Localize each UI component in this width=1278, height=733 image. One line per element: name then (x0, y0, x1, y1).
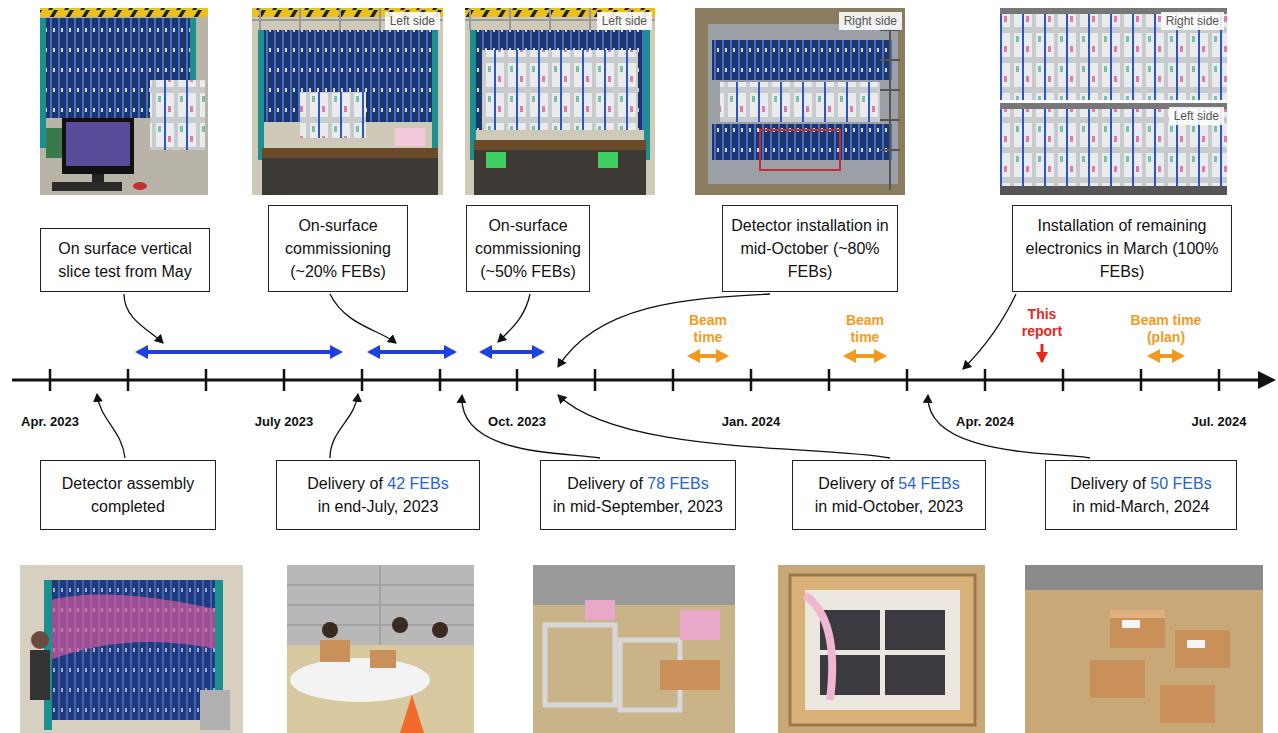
feb-count: 54 FEBs (898, 475, 959, 492)
month-label: Jul. 2024 (1192, 414, 1247, 430)
note-box: On surface vertical slice test from May (40, 228, 210, 292)
feb-count: 50 FEBs (1150, 475, 1211, 492)
box-text: Detector assembly completed (62, 475, 195, 515)
photo-tag: Left side (385, 12, 440, 30)
box-text: Delivery of (307, 475, 383, 492)
box-text: Delivery of (567, 475, 643, 492)
beam-time: Beam time (plan) (1114, 312, 1218, 346)
month-label: Jan. 2024 (722, 414, 781, 430)
photo-detector-assembly (20, 565, 243, 733)
photo-tag: Left side (597, 12, 652, 30)
month-label: Apr. 2024 (956, 414, 1014, 430)
photo-delivery-42 (287, 565, 474, 733)
note-box: Delivery of78 FEBs in mid-September, 2023 (540, 460, 736, 530)
note-box: Delivery of50 FEBs in mid-March, 2024 (1045, 460, 1237, 530)
note-box: On-surface commissioning (~50% FEBs) (466, 205, 590, 292)
box-text: On surface vertical slice test from May (58, 240, 191, 280)
note-box: On-surface commissioning (~20% FEBs) (268, 205, 408, 292)
photo-delivery-50 (1025, 565, 1263, 733)
pointer-arrows (97, 294, 1090, 458)
photo-remaining-electronics (1000, 8, 1227, 195)
photo-delivery-78 (533, 565, 735, 733)
photo-delivery-54 (778, 565, 985, 733)
month-label: Apr. 2023 (21, 414, 79, 430)
note-box: Delivery of42 FEBs in end-July, 2023 (276, 460, 480, 530)
box-text: in mid-October, 2023 (799, 495, 979, 518)
photo-slice-test (40, 8, 208, 195)
feb-count: 42 FEBs (387, 475, 448, 492)
box-text: in mid-March, 2024 (1052, 495, 1230, 518)
period-arrows (138, 344, 1182, 362)
note-box: Installation of remaining electronics in… (1012, 205, 1232, 292)
box-text: Installation of remaining electronics in… (1026, 217, 1219, 280)
month-label: Oct. 2023 (488, 414, 546, 430)
note-box: Detector installation in mid-October (~8… (722, 205, 898, 292)
month-label: July 2023 (255, 414, 314, 430)
report-marker: This report (1010, 306, 1074, 340)
photo-tag: Right side (839, 12, 902, 30)
box-text: Detector installation in mid-October (~8… (731, 217, 888, 280)
box-text: On-surface commissioning (~20% FEBs) (285, 217, 391, 280)
feb-count: 78 FEBs (647, 475, 708, 492)
timeline (12, 369, 1276, 391)
box-text: Delivery of (818, 475, 894, 492)
photo-tag: Right side (1161, 12, 1224, 30)
box-text: in end-July, 2023 (283, 495, 473, 518)
beam-time: Beam time (837, 312, 893, 346)
box-text: On-surface commissioning (~50% FEBs) (475, 217, 581, 280)
photo-commissioning-50 (465, 8, 655, 195)
box-text: in mid-September, 2023 (547, 495, 729, 518)
box-text: Delivery of (1070, 475, 1146, 492)
note-box: Detector assembly completed (40, 460, 216, 530)
photo-installation (695, 8, 905, 195)
photo-commissioning-20 (252, 8, 443, 195)
beam-time: Beam time (680, 312, 736, 346)
note-box: Delivery of54 FEBs in mid-October, 2023 (792, 460, 986, 530)
photo-tag: Left side (1169, 107, 1224, 125)
